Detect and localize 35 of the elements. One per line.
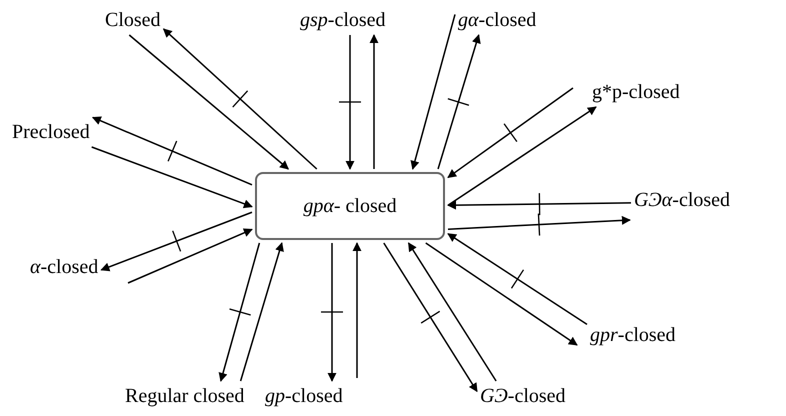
arrow	[162, 28, 318, 170]
node-label: GϿα-closed	[634, 188, 730, 212]
node-label: g*p-closed	[592, 80, 680, 104]
node-label: gα-closed	[458, 8, 536, 32]
node-label: gpr-closed	[590, 323, 676, 347]
arrow	[383, 242, 478, 392]
node-label: Regular closed	[125, 384, 244, 408]
arrow	[448, 106, 597, 206]
node-label: GϿ-closed	[480, 384, 566, 408]
node-label: gpα- closed	[303, 196, 397, 216]
arrow	[447, 200, 631, 210]
arrow	[352, 242, 362, 378]
node-label: α-closed	[30, 255, 98, 279]
arrow	[370, 34, 378, 169]
arrow	[240, 242, 284, 382]
arrow	[128, 34, 289, 170]
arrow	[425, 242, 578, 346]
arrow	[92, 116, 252, 186]
node-label: gp-closed	[265, 384, 343, 408]
arrow	[410, 14, 456, 170]
node-label: Closed	[105, 8, 161, 32]
arrow	[218, 242, 260, 382]
arrow	[346, 35, 354, 170]
arrow	[128, 228, 253, 284]
rounded-box	[255, 172, 445, 240]
arrow	[437, 34, 481, 170]
arrow	[100, 212, 252, 272]
arrow	[91, 146, 253, 208]
arrow	[408, 242, 497, 382]
arrow	[328, 243, 336, 382]
node-label: gsp-closed	[300, 8, 386, 32]
arrow	[447, 233, 588, 325]
node-label: Preclosed	[12, 120, 90, 144]
arrow	[447, 87, 574, 178]
arrow	[448, 216, 631, 230]
